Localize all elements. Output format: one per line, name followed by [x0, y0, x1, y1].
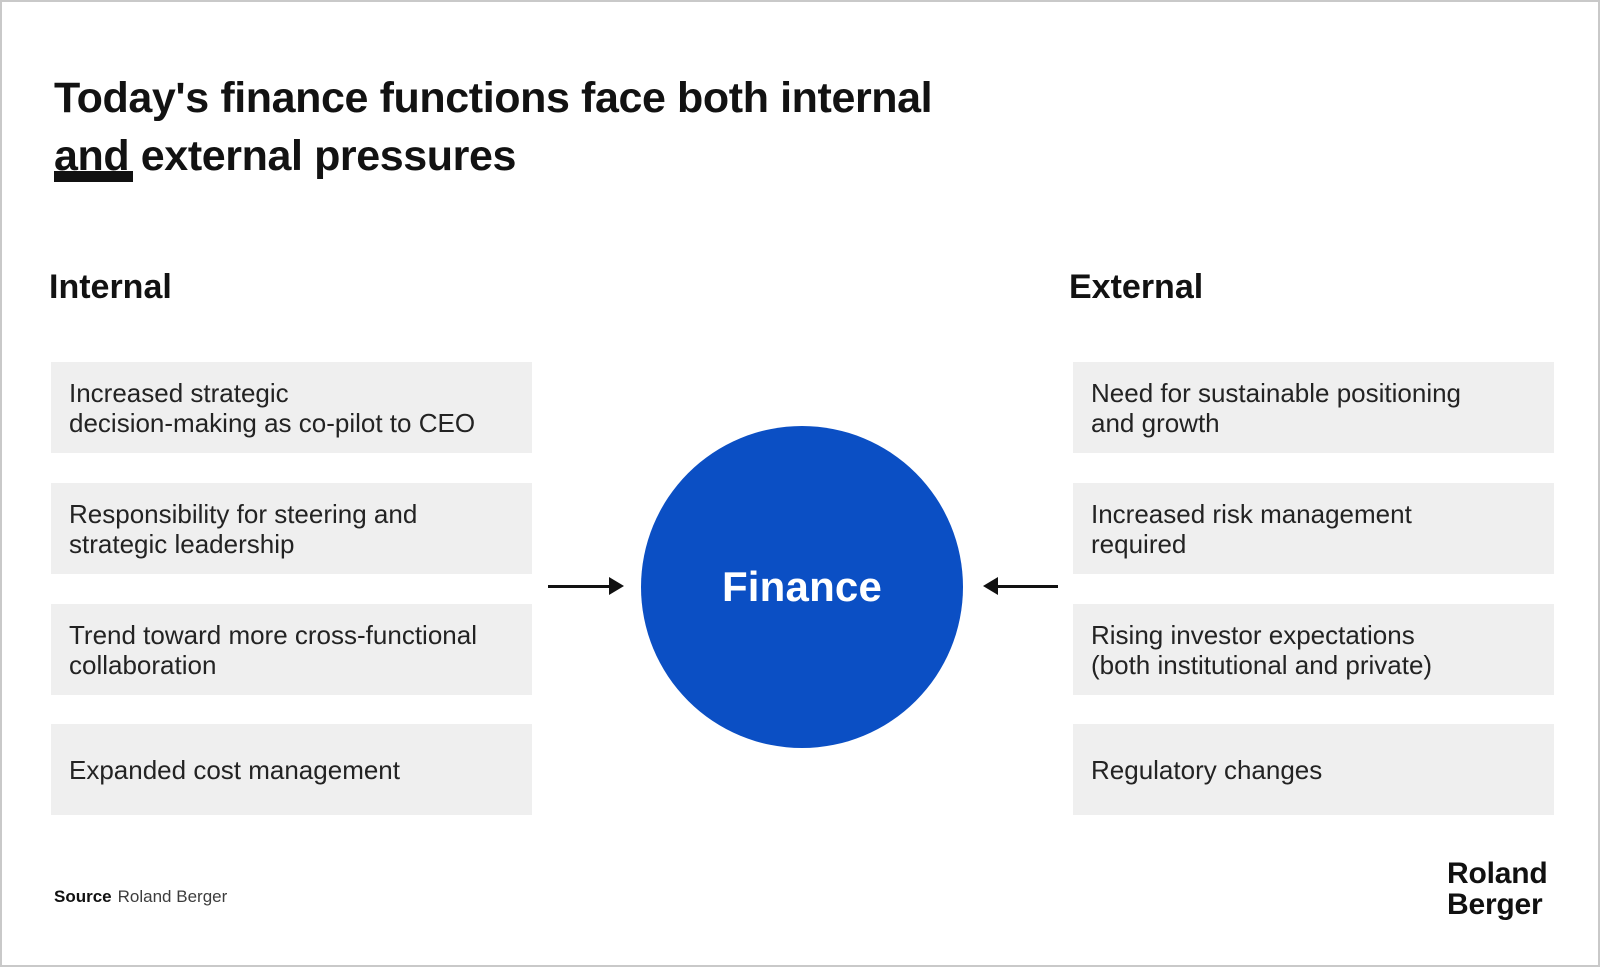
pressure-item-external-1: Need for sustainable positioning and gro…	[1073, 362, 1554, 453]
external-arrow-icon	[997, 585, 1058, 588]
source-label: Source	[54, 887, 112, 906]
section-heading-external: External	[1069, 268, 1204, 306]
pressure-item-label: Increased strategic decision-making as c…	[69, 377, 476, 438]
finance-circle: Finance	[641, 426, 963, 748]
internal-arrow-icon	[548, 585, 609, 588]
logo-line-1: Roland	[1447, 857, 1548, 890]
pressure-item-label: Responsibility for steering and strategi…	[69, 498, 418, 559]
pressure-item-internal-3: Trend toward more cross-functional colla…	[51, 604, 532, 695]
internal-arrowhead-icon	[609, 577, 624, 595]
pressure-item-external-4: Regulatory changes	[1073, 724, 1554, 815]
logo-line-2: Berger	[1447, 888, 1543, 921]
pressure-item-internal-1: Increased strategic decision-making as c…	[51, 362, 532, 453]
external-arrowhead-icon	[983, 577, 998, 595]
roland-berger-logo: Roland Berger	[1447, 857, 1548, 921]
pressure-item-label: Trend toward more cross-functional colla…	[69, 619, 477, 680]
finance-label: Finance	[721, 563, 883, 610]
pressure-item-external-2: Increased risk management required	[1073, 483, 1554, 574]
source-line: Source Roland Berger	[54, 886, 227, 908]
pressure-item-internal-2: Responsibility for steering and strategi…	[51, 483, 532, 574]
section-heading-internal: Internal	[49, 268, 172, 306]
pressure-item-label: Rising investor expectations (both insti…	[1091, 619, 1433, 680]
pressure-item-label: Increased risk management required	[1091, 498, 1412, 559]
pressure-item-label: Need for sustainable positioning and gro…	[1091, 377, 1462, 438]
source-value: Roland Berger	[117, 887, 228, 906]
pressure-item-label: Expanded cost management	[69, 754, 400, 785]
title-underline	[54, 171, 133, 182]
page-title: Today's finance functions face both inte…	[54, 73, 933, 180]
pressure-item-external-3: Rising investor expectations (both insti…	[1073, 604, 1554, 695]
pressure-item-label: Regulatory changes	[1091, 754, 1323, 785]
pressure-item-internal-4: Expanded cost management	[51, 724, 532, 815]
